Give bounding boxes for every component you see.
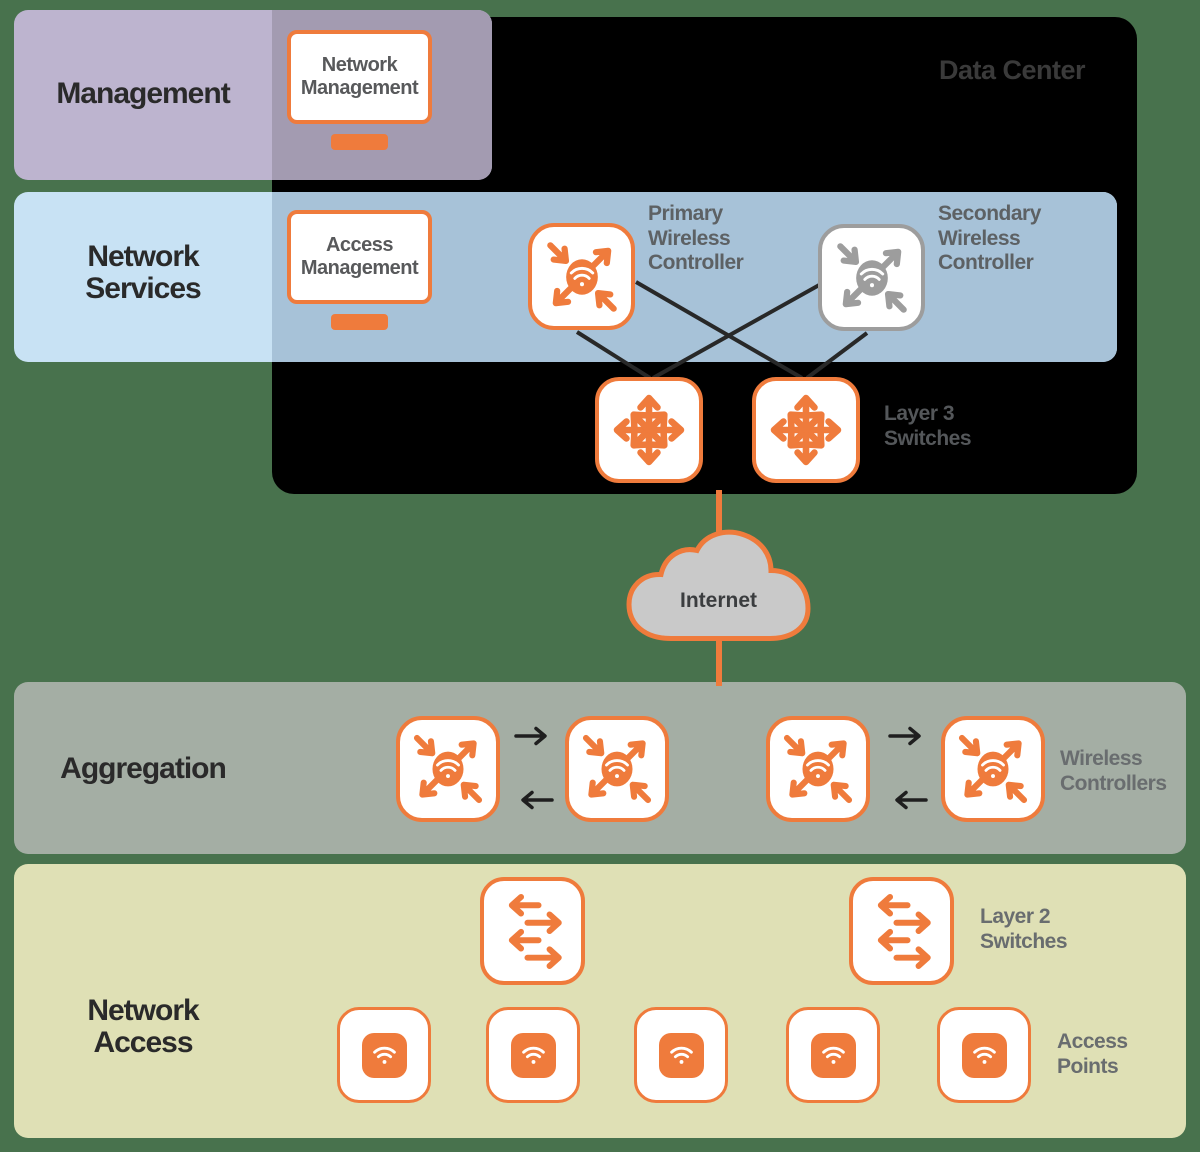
arrow-left-icon <box>514 790 554 810</box>
layer3-switches-label: Layer 3 Switches <box>884 402 972 450</box>
wireless-controller-icon <box>401 722 495 816</box>
wireless-controller-icon <box>824 230 920 326</box>
access-point-icon <box>810 1032 856 1078</box>
wireless-controller-icon <box>534 229 630 325</box>
network-management-line1: Network <box>321 54 398 76</box>
access-point-node <box>486 1007 580 1103</box>
monitor-icon: Network Management <box>287 30 432 124</box>
network-access-line1: Network <box>87 994 199 1027</box>
access-point-icon <box>510 1032 556 1078</box>
monitor-stand-icon <box>331 134 388 150</box>
monitor-stand-icon <box>331 314 388 330</box>
wifi-icon <box>818 1040 849 1071</box>
wireless-controller-node <box>766 716 870 822</box>
access-management-node: Access Management <box>287 210 432 330</box>
secondary-wireless-controller-node <box>818 224 925 331</box>
internet-label: Internet <box>679 589 757 612</box>
network-access-band-label: Network Access <box>14 994 272 1060</box>
network-access-line2: Access <box>93 1026 193 1060</box>
access-point-node <box>937 1007 1031 1103</box>
wifi-icon <box>518 1040 549 1071</box>
arrow-right-icon <box>888 726 928 746</box>
layer3-switch-node <box>595 377 703 483</box>
data-center-title: Data Center <box>938 55 1086 85</box>
wireless-controller-node <box>941 716 1045 822</box>
aggregation-band-label: Aggregation <box>60 752 227 785</box>
layer3-switch-icon <box>602 383 696 477</box>
access-point-icon <box>658 1032 704 1078</box>
layer2-switch-icon <box>487 885 579 977</box>
wireless-controller-icon <box>946 722 1040 816</box>
network-services-line2: Services <box>85 272 201 306</box>
layer2-switches-label: Layer 2 Switches <box>980 905 1068 953</box>
access-point-node <box>786 1007 880 1103</box>
layer3-switch-node <box>752 377 860 483</box>
access-points-label: Access Points <box>1057 1030 1128 1078</box>
internet-node <box>621 526 816 656</box>
layer2-switch-node <box>480 877 585 985</box>
network-management-line2: Management <box>300 77 419 99</box>
wireless-controller-node <box>396 716 500 822</box>
layer3-switch-icon <box>759 383 853 477</box>
network-management-node: Network Management <box>287 30 432 150</box>
monitor-icon: Access Management <box>287 210 432 304</box>
wifi-icon <box>369 1040 400 1071</box>
network-services-line1: Network <box>87 240 199 273</box>
arrow-right-icon <box>514 726 554 746</box>
layer2-switch-node <box>849 877 954 985</box>
wireless-controller-node <box>565 716 669 822</box>
access-point-node <box>634 1007 728 1103</box>
wifi-icon <box>969 1040 1000 1071</box>
primary-wireless-controller-node <box>528 223 635 330</box>
wifi-icon <box>666 1040 697 1071</box>
access-point-icon <box>361 1032 407 1078</box>
wireless-controller-icon <box>771 722 865 816</box>
network-services-band-label: Network Services <box>14 240 272 306</box>
access-point-icon <box>961 1032 1007 1078</box>
wireless-controller-icon <box>570 722 664 816</box>
access-management-line1: Access <box>325 234 394 256</box>
wireless-controllers-label: Wireless Controllers <box>1060 747 1167 795</box>
access-point-node <box>337 1007 431 1103</box>
primary-wireless-controller-label: Primary Wireless Controller <box>648 202 744 275</box>
secondary-wireless-controller-label: Secondary Wireless Controller <box>938 202 1041 275</box>
arrow-left-icon <box>888 790 928 810</box>
management-band-label: Management <box>56 77 230 110</box>
cloud-icon <box>626 529 811 641</box>
layer2-switch-icon <box>856 885 948 977</box>
access-management-line2: Management <box>300 257 419 279</box>
